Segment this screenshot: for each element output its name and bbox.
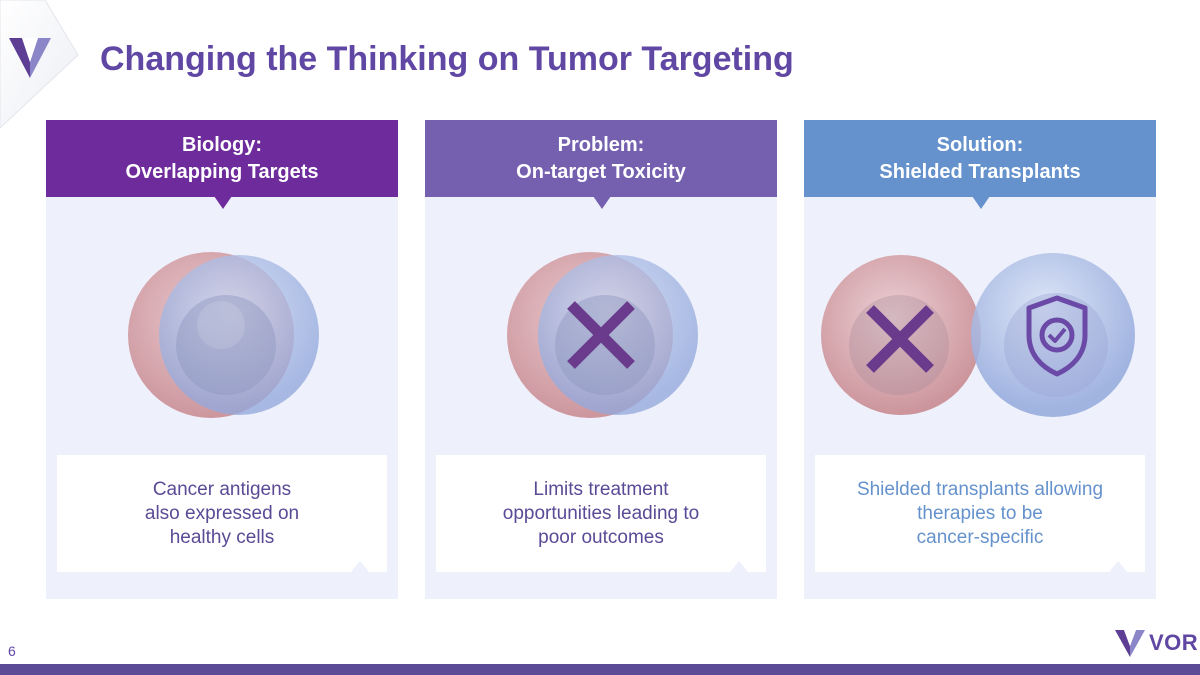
healthy-cell-icon	[538, 255, 698, 415]
description-line: Limits treatment	[533, 479, 669, 500]
v-logo-icon	[9, 38, 51, 78]
panel-header-label: Problem:	[557, 134, 645, 156]
description-notch	[730, 561, 748, 572]
overlapping-cells-illustration	[128, 252, 319, 418]
description-line: also expressed on	[144, 503, 300, 524]
healthy-cell-icon	[971, 253, 1135, 417]
panel-description-box: Cancer antigens also expressed on health…	[57, 455, 387, 572]
description-notch	[351, 561, 369, 572]
description-line: poor outcomes	[538, 527, 664, 548]
panel-header-sublabel: Shielded Transplants	[879, 161, 1081, 183]
description-line: Cancer antigens	[152, 479, 292, 500]
panel-solution: Solution: Shielded Transplants	[804, 120, 1156, 599]
description-line: cancer-specific	[916, 527, 1044, 548]
v-logo-icon	[1115, 630, 1145, 657]
cross-icon	[866, 305, 934, 373]
panel-header-sublabel: Overlapping Targets	[125, 161, 319, 183]
panel-description-box: Shielded transplants allowing therapies …	[815, 455, 1145, 572]
description-line: opportunities leading to	[502, 503, 700, 524]
panel-problem: Problem: On-target Toxicity Limits tre	[425, 120, 777, 599]
healthy-cell-icon	[159, 255, 319, 415]
panel-header-problem: Problem: On-target Toxicity	[425, 120, 777, 197]
overlapping-cells-cross-illustration	[507, 252, 698, 418]
panel-header-biology: Biology: Overlapping Targets	[46, 120, 398, 197]
header-pointer	[593, 196, 611, 209]
panel-biology: Biology: Overlapping Targets Cancer anti…	[46, 120, 398, 599]
brand-name: VOR	[1149, 630, 1199, 655]
header-pointer	[972, 196, 990, 209]
page-number: 6	[8, 643, 16, 659]
panel-header-solution: Solution: Shielded Transplants	[804, 120, 1156, 197]
slide-title: Changing the Thinking on Tumor Targeting	[100, 40, 794, 78]
bottom-bar	[0, 664, 1200, 675]
description-line: therapies to be	[917, 503, 1043, 524]
panel-description-box: Limits treatment opportunities leading t…	[436, 455, 766, 572]
panel-header-sublabel: On-target Toxicity	[516, 161, 686, 183]
cross-icon	[567, 301, 635, 369]
header-pointer	[214, 196, 232, 209]
shield-check-icon	[1026, 295, 1088, 377]
separated-cells-illustration	[821, 253, 1135, 417]
description-line: Shielded transplants allowing	[856, 479, 1104, 500]
description-notch	[1109, 561, 1127, 572]
description-line: healthy cells	[169, 527, 275, 548]
vor-logo: VOR	[1115, 627, 1198, 659]
panel-header-label: Biology:	[182, 134, 262, 156]
panel-header-label: Solution:	[936, 134, 1024, 156]
corner-logo	[0, 0, 79, 129]
